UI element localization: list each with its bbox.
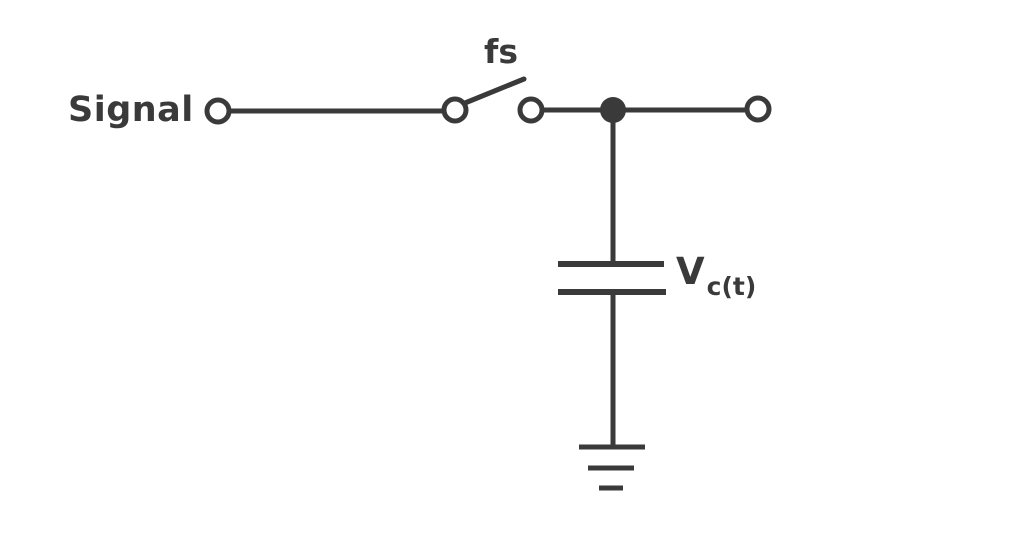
capacitor-voltage-symbol: V xyxy=(676,250,705,293)
signal-label: Signal xyxy=(68,90,194,130)
input-terminal-icon xyxy=(204,97,232,125)
switch-arm-icon xyxy=(462,76,527,106)
switch-frequency-label: fs xyxy=(484,32,518,71)
ground-icon xyxy=(579,444,645,491)
switch-left-contact-icon xyxy=(441,96,469,124)
capacitor-voltage-subscript: c(t) xyxy=(706,272,757,301)
output-terminal-icon xyxy=(744,95,772,123)
junction-node-icon xyxy=(600,97,626,123)
switch-right-contact-icon xyxy=(517,96,545,124)
capacitor-voltage-label: Vc(t) xyxy=(676,250,756,301)
